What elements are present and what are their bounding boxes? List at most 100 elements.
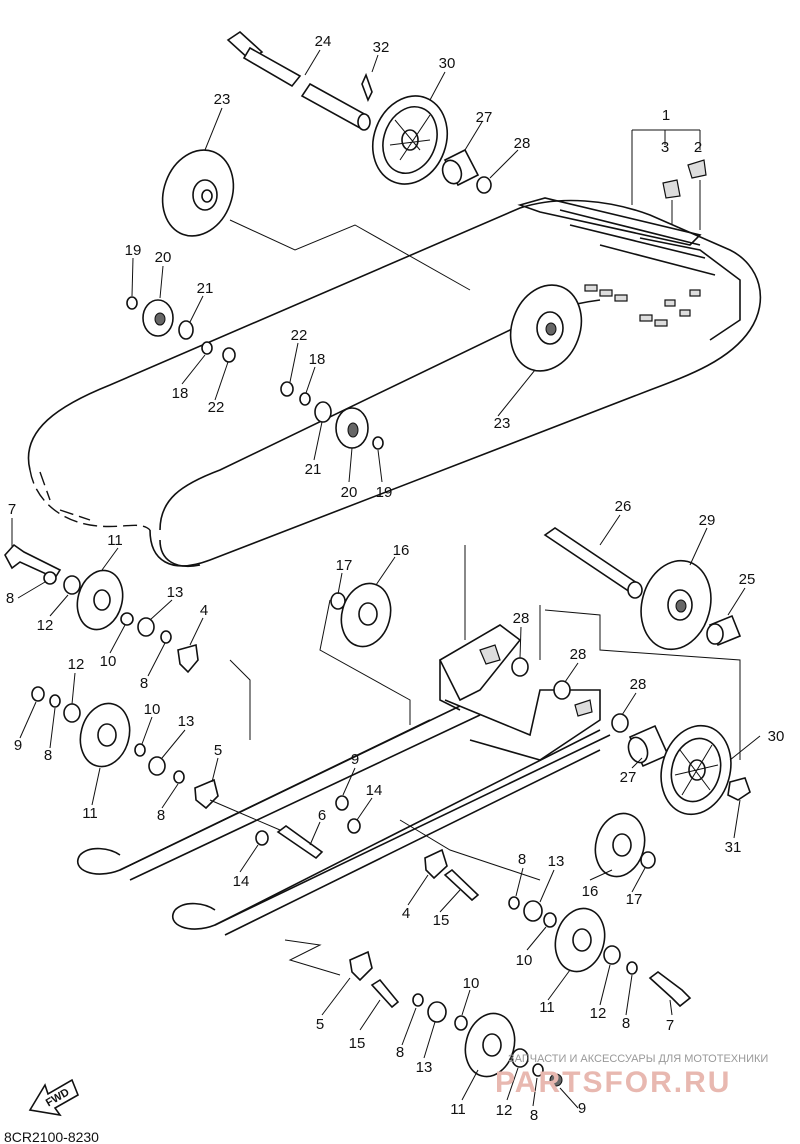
callout-2: 2 [694,139,702,156]
callout-31: 31 [725,839,742,856]
callout-23: 23 [214,91,231,108]
callout-8: 8 [396,1044,404,1061]
callout-22: 22 [291,327,308,344]
bracket-5-lower [349,950,373,982]
callout-12: 12 [496,1102,513,1119]
callout-27: 27 [476,109,493,126]
callout-20: 20 [341,484,358,501]
callout-32: 32 [373,39,390,56]
callout-18: 18 [172,385,189,402]
callout-15: 15 [349,1035,366,1052]
callout-12: 12 [68,656,85,673]
slide-wheel-16-lower [594,812,646,878]
callout-10: 10 [463,975,480,992]
sprocket-wheel-top [372,95,448,185]
callout-11: 11 [107,532,123,549]
callout-15: 15 [433,912,450,929]
callout-19: 19 [376,484,393,501]
bolt-15-lower [370,978,400,1009]
slide-wheel-lower-right [554,907,606,973]
idler-wheel-middle [509,284,583,372]
bearing-wheel-middle [335,407,369,449]
bearing-wheel-left [142,299,174,337]
fwd-arrow-icon: FWD [28,1078,80,1117]
callout-5: 5 [316,1016,324,1033]
callout-16: 16 [393,542,410,559]
idler-wheel-top [161,149,235,237]
callout-9: 9 [351,751,359,768]
callout-8: 8 [157,807,165,824]
callout-30: 30 [439,55,456,72]
callout-8: 8 [6,590,14,607]
callout-8: 8 [518,851,526,868]
slide-wheel-lower-left [79,702,131,768]
callout-24: 24 [315,33,332,50]
callout-7: 7 [666,1017,674,1034]
callout-14: 14 [366,782,383,799]
callout-22: 22 [208,399,225,416]
slide-rail-left [77,705,481,881]
front-wheel-29 [640,559,712,651]
callout-14: 14 [233,873,250,890]
callout-20: 20 [155,249,172,266]
callout-8: 8 [44,747,52,764]
callout-21: 21 [197,280,214,297]
collar-top [441,148,480,187]
bolt-6 [276,825,324,860]
callout-12: 12 [590,1005,607,1022]
rear-axle [226,30,371,131]
callout-9: 9 [14,737,22,754]
callout-3: 3 [661,139,669,156]
slide-wheel-upper-left [76,569,124,631]
callout-10: 10 [100,653,117,670]
front-axle-shaft [543,527,642,593]
callout-8: 8 [530,1107,538,1124]
callout-8: 8 [622,1015,630,1032]
callout-11: 11 [82,805,98,822]
callout-9: 9 [578,1100,586,1117]
center-cross-frame [438,624,601,761]
diagram-code: 8CR2100-8230 [4,1129,99,1144]
callout-28: 28 [630,676,647,693]
callout-25: 25 [739,571,756,588]
clip-2 [687,159,707,179]
clip-3 [662,179,681,199]
callout-28: 28 [513,610,530,627]
callout-12: 12 [37,617,54,634]
cotter-pin [361,72,373,102]
callout-26: 26 [615,498,632,515]
bracket-4-lower [424,848,448,880]
callout-13: 13 [167,584,184,601]
callout-11: 11 [539,999,555,1016]
callout-8: 8 [140,675,148,692]
leader-lines [11,49,761,1109]
callout-1: 1 [662,107,670,124]
slide-rail-right [172,729,611,936]
callout-23: 23 [494,415,511,432]
bracket-4-upper [177,643,199,674]
callout-5: 5 [214,742,222,759]
collar-27-lower [627,724,670,768]
collar-25 [706,614,742,647]
bolt-7-left [4,543,62,580]
callout-19: 19 [125,242,142,259]
callout-13: 13 [548,853,565,870]
callout-28: 28 [514,135,531,152]
callout-4: 4 [200,602,208,619]
callout-18: 18 [309,351,326,368]
bolt-7-right [648,971,692,1008]
callout-13: 13 [416,1059,433,1076]
nut-31 [727,777,751,801]
callout-29: 29 [699,512,716,529]
bracket-5-upper [194,778,219,810]
slide-wheel-16-upper [340,582,392,648]
callout-28: 28 [570,646,587,663]
callout-30: 30 [768,728,785,745]
watermark-tagline: ЗАПЧАСТИ И АКСЕССУАРЫ ДЛЯ МОТОТЕХНИКИ [508,1053,768,1065]
callout-11: 11 [450,1101,466,1118]
callout-6: 6 [318,807,326,824]
callout-21: 21 [305,461,322,478]
